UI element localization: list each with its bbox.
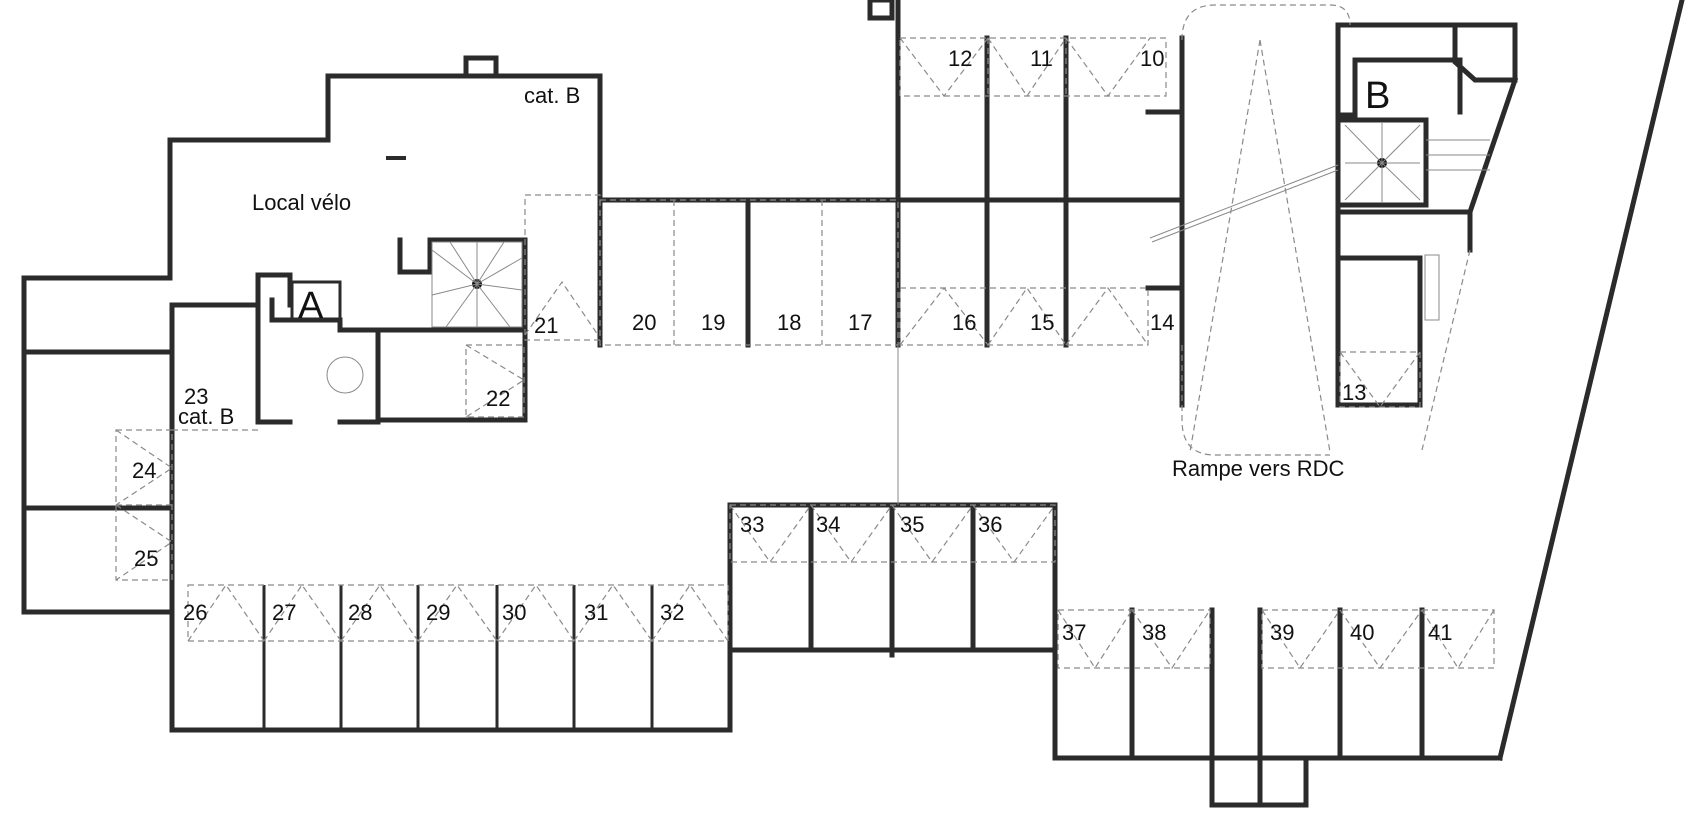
ramp-label: Rampe vers RDC (1172, 456, 1344, 481)
spot-number: 11 (1030, 46, 1053, 71)
room-labels: Local vélo cat. B cat. B Rampe vers RDC … (178, 75, 1390, 481)
spot-number: 24 (132, 458, 156, 483)
spot-number: 32 (660, 600, 684, 625)
spot-number: 40 (1350, 620, 1374, 645)
spot-number: 29 (426, 600, 450, 625)
stair-b-label: B (1365, 75, 1390, 117)
spot-number: 30 (502, 600, 526, 625)
walls (21, 0, 1685, 808)
category-b-left-label: cat. B (178, 404, 234, 429)
spot-number: 21 (534, 313, 558, 338)
spot-number: 10 (1140, 46, 1164, 71)
ramp (1149, 4, 1471, 456)
spot-number: 22 (486, 386, 510, 411)
spot-number: 17 (848, 310, 872, 335)
spot-number: 33 (740, 512, 764, 537)
category-b-top-label: cat. B (524, 83, 580, 108)
spot-number: 37 (1062, 620, 1086, 645)
spot-number: 20 (632, 310, 656, 335)
spot-number: 34 (816, 512, 840, 537)
spot-number: 14 (1150, 310, 1174, 335)
spot-number: 18 (777, 310, 801, 335)
spot-number: 39 (1270, 620, 1294, 645)
spot-number: 36 (978, 512, 1002, 537)
spot-number: 26 (183, 600, 207, 625)
bike-room-label: Local vélo (252, 190, 351, 215)
stair-a-label: A (298, 285, 324, 327)
spot-number: 41 (1428, 620, 1452, 645)
spot-number: 15 (1030, 310, 1054, 335)
staircase-b (1344, 122, 1490, 321)
spot-number: 19 (701, 310, 725, 335)
spot-number: 27 (272, 600, 296, 625)
spot-number: 35 (900, 512, 924, 537)
spot-number: 38 (1142, 620, 1166, 645)
spot-number: 28 (348, 600, 372, 625)
spot-number: 13 (1342, 380, 1366, 405)
staircase-a (326, 241, 523, 394)
spot-number: 25 (134, 546, 158, 571)
spot-number: 16 (952, 310, 976, 335)
spot-number: 12 (948, 46, 972, 71)
spot-numbers: 10 11 12 13 14 15 16 17 18 19 20 21 22 2… (132, 46, 1452, 645)
stall-markings (115, 37, 1495, 670)
spot-number: 23 (184, 384, 208, 409)
spot-number: 31 (584, 600, 608, 625)
